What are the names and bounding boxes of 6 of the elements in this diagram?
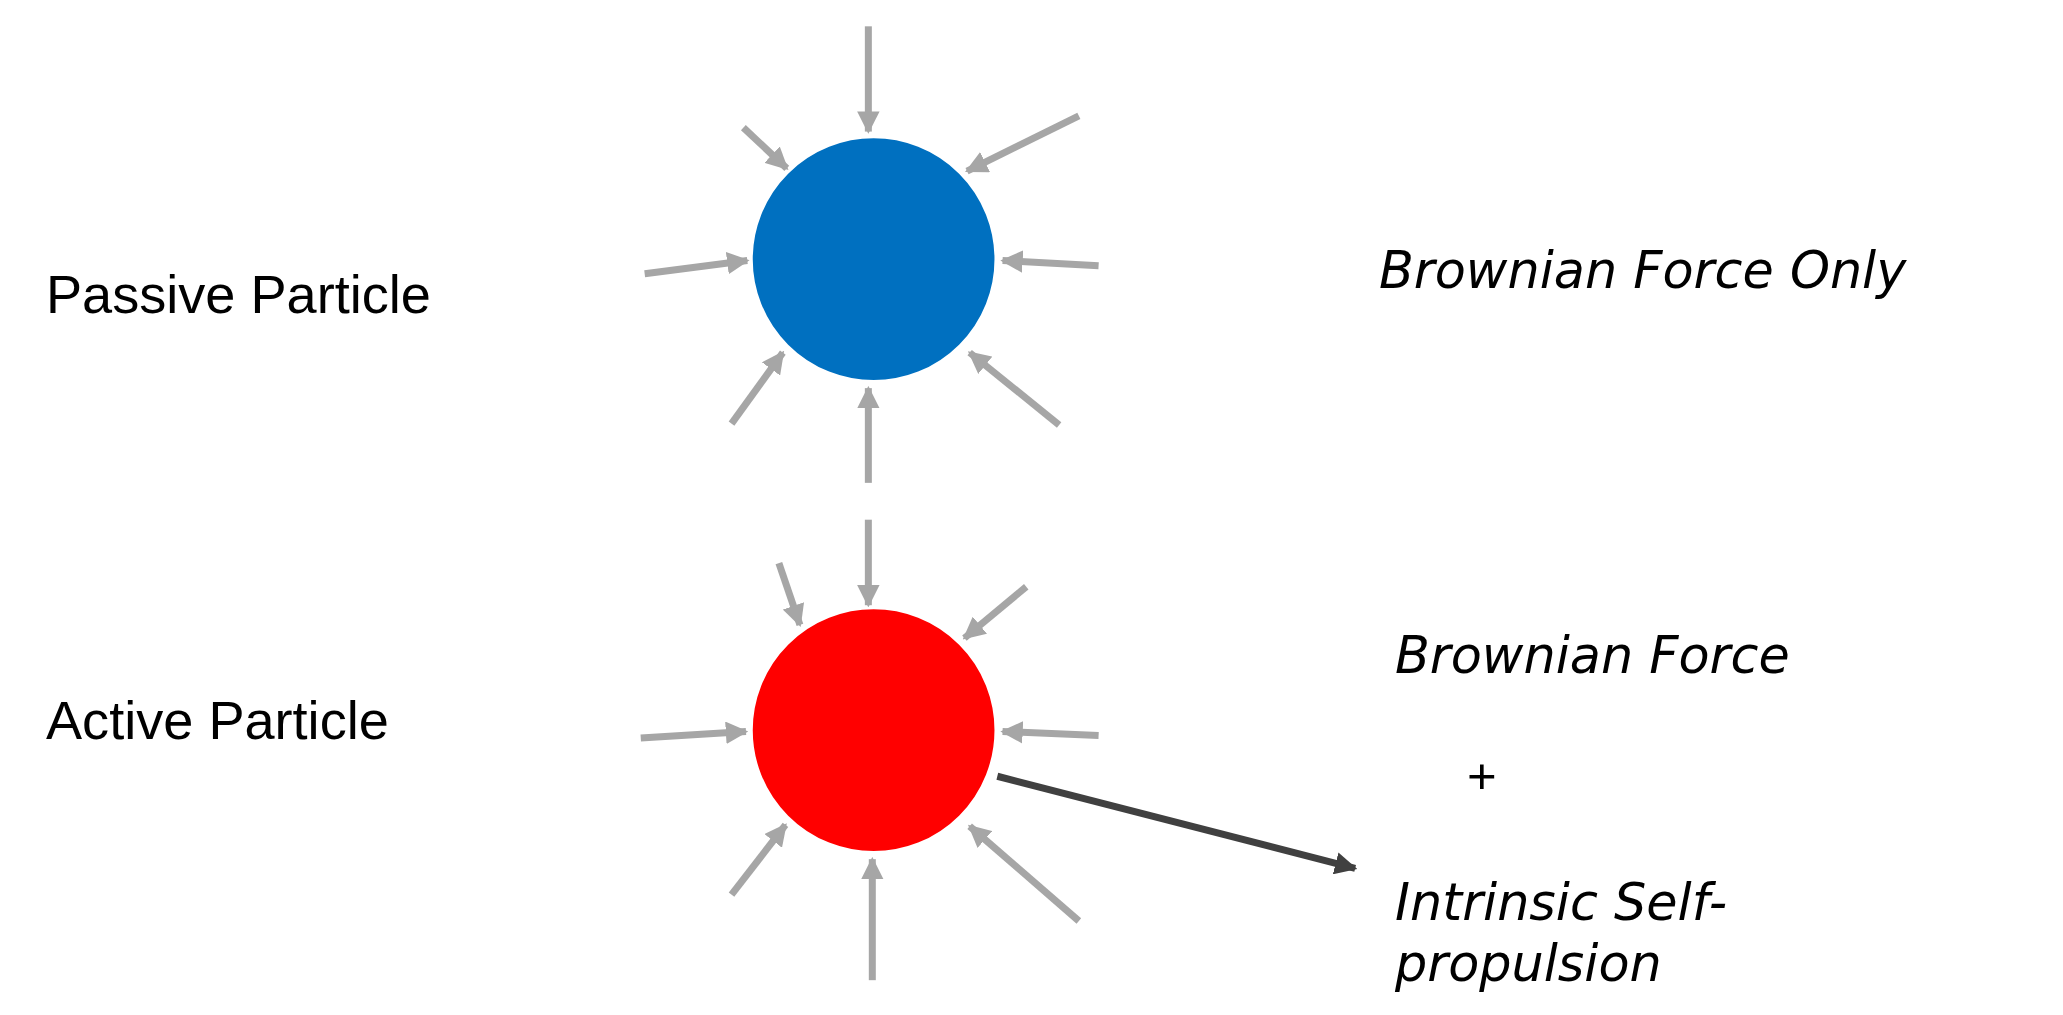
label-text: Active Particle	[46, 689, 389, 752]
label-text: Passive Particle	[46, 263, 431, 326]
label-text: Brownian Force Only	[1379, 240, 1907, 301]
label-text: Brownian Force	[1395, 625, 1790, 686]
label-text: Intrinsic Self-propulsion	[1395, 872, 1729, 994]
label-text: +	[1467, 746, 1497, 806]
